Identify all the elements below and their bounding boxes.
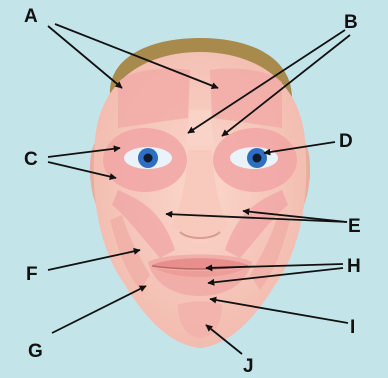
label-g: G (28, 341, 43, 362)
right-pupil (253, 154, 262, 163)
leader-g (52, 286, 146, 333)
label-i: I (350, 317, 355, 338)
label-a: A (24, 6, 38, 27)
frontalis-left (118, 69, 190, 129)
label-d: D (339, 131, 353, 152)
procerus (186, 110, 214, 145)
left-pupil (144, 154, 153, 163)
label-j: J (243, 356, 254, 377)
label-f: F (26, 264, 38, 285)
label-h: H (347, 256, 361, 277)
label-c: C (24, 149, 38, 170)
label-e: E (348, 216, 361, 237)
label-b: B (344, 12, 358, 33)
